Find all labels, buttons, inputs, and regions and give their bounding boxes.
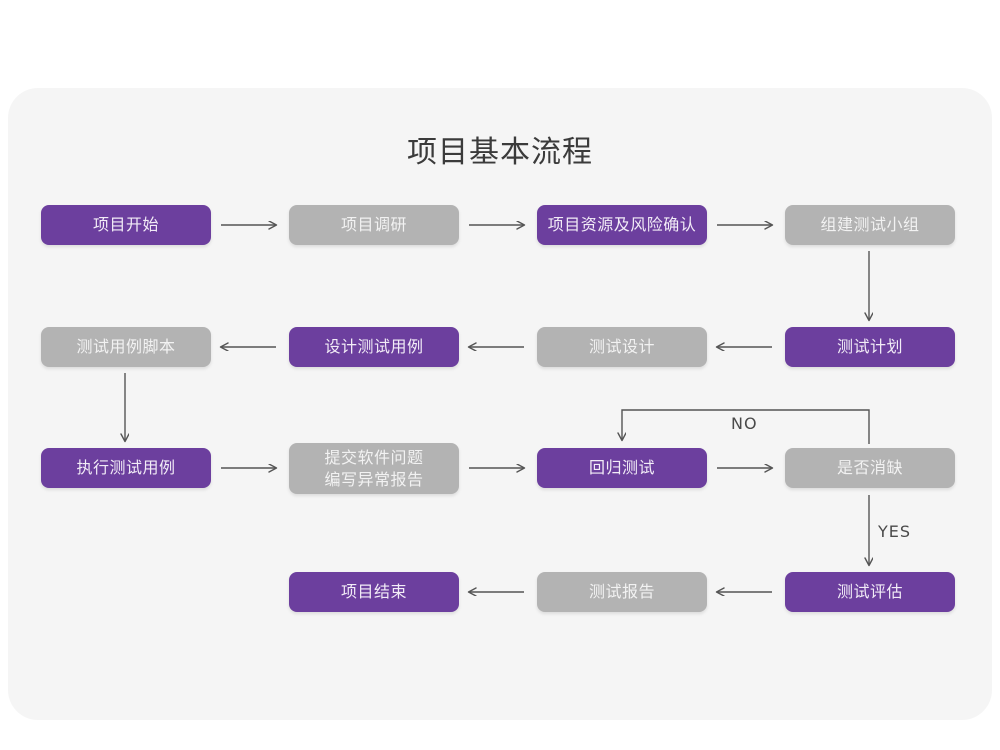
- node-regression-test[interactable]: 回归测试: [537, 448, 707, 488]
- node-design-test-case[interactable]: 设计测试用例: [289, 327, 459, 367]
- edge-label-no: NO: [731, 414, 758, 433]
- node-test-design[interactable]: 测试设计: [537, 327, 707, 367]
- page-title: 项目基本流程: [407, 135, 593, 170]
- node-execute-test-case[interactable]: 执行测试用例: [41, 448, 211, 488]
- node-resource-risk-confirm[interactable]: 项目资源及风险确认: [537, 205, 707, 245]
- node-project-research[interactable]: 项目调研: [289, 205, 459, 245]
- node-test-case-script[interactable]: 测试用例脚本: [41, 327, 211, 367]
- node-test-evaluation[interactable]: 测试评估: [785, 572, 955, 612]
- node-defect-cleared[interactable]: 是否消缺: [785, 448, 955, 488]
- edge-label-yes: YES: [878, 522, 912, 541]
- node-test-report[interactable]: 测试报告: [537, 572, 707, 612]
- node-submit-issue-report[interactable]: 提交软件问题 编写异常报告: [289, 443, 459, 494]
- diagram-panel: [8, 88, 992, 720]
- node-project-start[interactable]: 项目开始: [41, 205, 211, 245]
- node-project-end[interactable]: 项目结束: [289, 572, 459, 612]
- node-build-test-team[interactable]: 组建测试小组: [785, 205, 955, 245]
- node-test-plan[interactable]: 测试计划: [785, 327, 955, 367]
